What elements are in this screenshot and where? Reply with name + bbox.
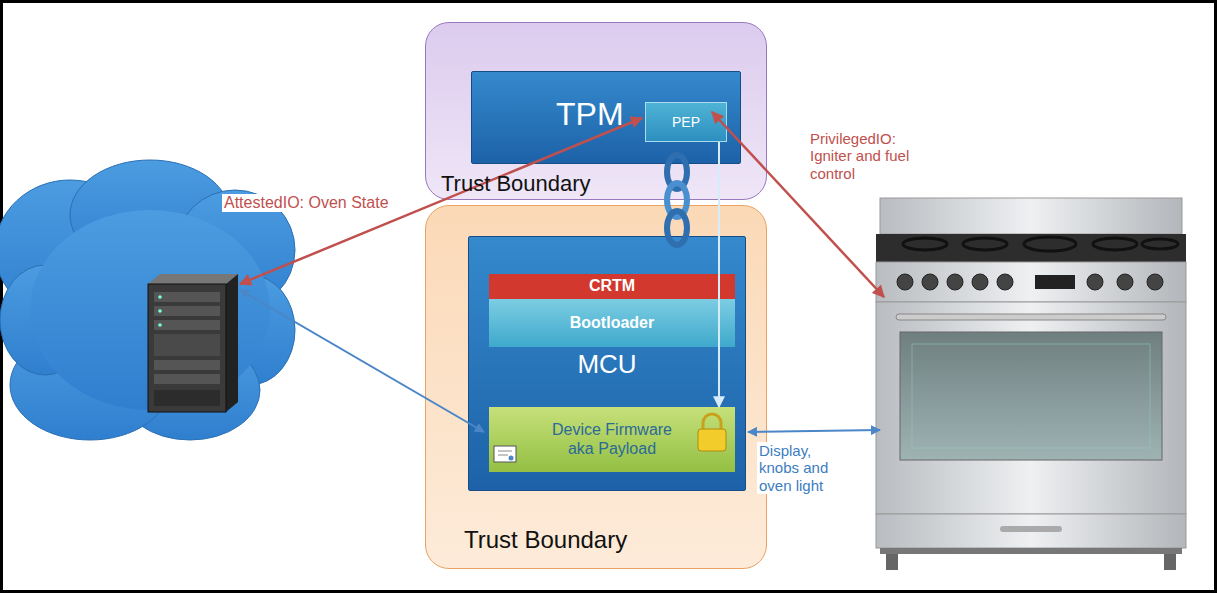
certificate-icon: [494, 446, 516, 462]
node-text: Trust Boundary: [441, 171, 591, 196]
io-label: AttestedIO: Oven State: [222, 194, 391, 212]
tpm-chip: TPM PEP: [471, 71, 741, 164]
io-label: PrivilegedIO: Igniter and fuel control: [808, 130, 937, 182]
node-text: Bootloader: [570, 314, 654, 332]
node-text: CRTM: [589, 277, 635, 295]
node-text: MCU: [577, 350, 636, 380]
connector: [718, 142, 720, 407]
pep-box: PEP: [645, 102, 727, 142]
node-text: PEP: [672, 114, 700, 130]
trust-boundary-region: Trust Boundary MCU CRTM BootloaderDevice Fi…: [425, 205, 767, 569]
user-io-line: [748, 430, 880, 432]
bootloader-bar: Bootloader: [489, 299, 735, 347]
node-text: TPM: [556, 96, 624, 133]
chain-link: [667, 155, 687, 245]
io-label: Display, knobs and oven light: [757, 442, 856, 494]
node-text: Device Firmware aka Payload: [542, 421, 682, 458]
crtm-bar: CRTM: [489, 274, 735, 299]
oven-illustration: [876, 198, 1186, 570]
cloud-link-line: [240, 290, 484, 432]
node-text: Trust Boundary: [464, 526, 627, 554]
server-icon: [148, 274, 238, 412]
lock-icon: [698, 414, 726, 451]
trust-boundary-region: Trust Boundary TPM PEP: [425, 22, 767, 200]
